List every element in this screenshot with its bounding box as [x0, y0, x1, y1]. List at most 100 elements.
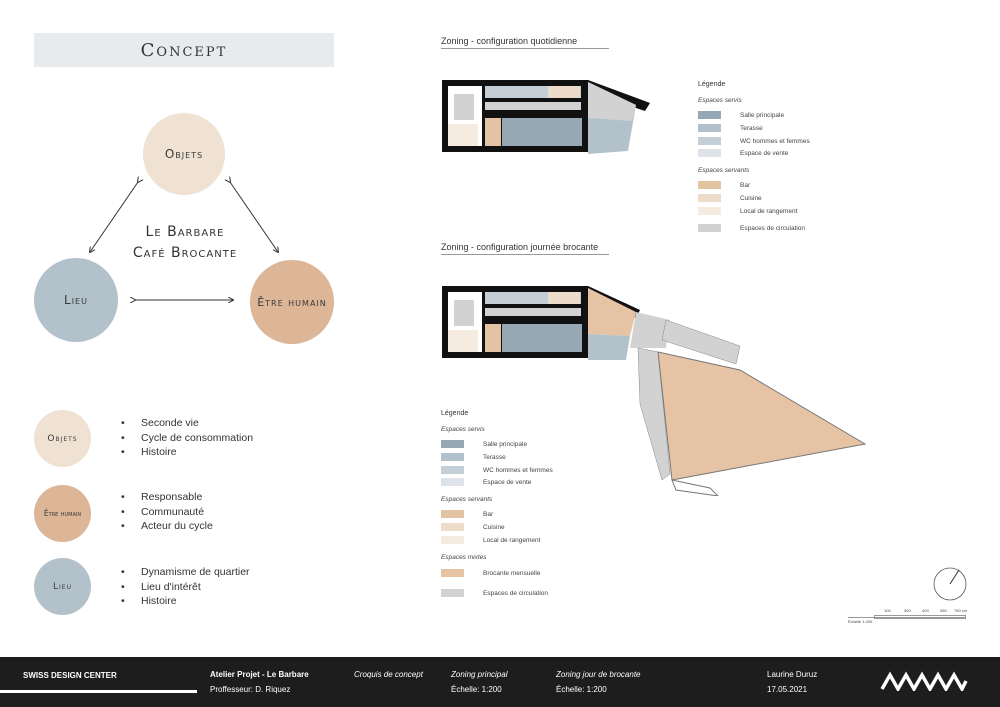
swatch [698, 149, 721, 157]
project-name-line1: Le Barbare [145, 224, 225, 240]
legend-label: Espace de vente [483, 478, 532, 486]
legend-label: Local de rangement [483, 536, 541, 544]
plan1-legend-row: Espaces de circulation [698, 224, 805, 232]
etre-circle: Être humain [250, 260, 334, 344]
concept-title: Concept [140, 39, 228, 61]
swatch [441, 478, 464, 486]
legend-label: WC hommes et femmes [740, 137, 810, 145]
lieu-small-circle: Lieu [34, 558, 91, 615]
footer-date: 17.05.2021 [767, 685, 808, 694]
footer-brocante-scale: Échelle: 1:200 [556, 685, 607, 694]
plan2-floorplan [442, 286, 867, 496]
swatch [441, 440, 464, 448]
list-item: Histoire [121, 445, 253, 460]
legend-label: Cuisine [740, 194, 762, 202]
arrow-objets-lieu [90, 182, 138, 252]
legend-label: Cuisine [483, 523, 505, 531]
plan1-legend-title: Légende [698, 81, 726, 88]
legend-label: Terasse [740, 124, 763, 132]
north-arrow-icon [933, 567, 967, 601]
swatch [441, 510, 464, 518]
plan1-legend-row: Salle principale [698, 111, 784, 119]
footer-croquis: Croquis de concept [354, 670, 423, 679]
footer-zoning-scale: Échelle: 1:200 [451, 685, 502, 694]
footer-brand: SWISS DESIGN CENTER [23, 671, 117, 680]
plan2-mixtes-title: Espaces mixtes [441, 554, 487, 561]
plan2-legend-row: WC hommes et femmes [441, 466, 553, 474]
plan2-legend-row: Espace de vente [441, 478, 531, 486]
footer-zoning: Zoning principal [451, 670, 508, 679]
footer-brocante: Zoning jour de brocante [556, 670, 641, 679]
list-item: Seconde vie [121, 416, 253, 431]
lieu-circle: Lieu [34, 258, 118, 342]
swatch [441, 569, 464, 577]
swatch [698, 111, 721, 119]
list-item: Communauté [121, 505, 213, 520]
scale-label: Échelle 1:200 [848, 619, 873, 624]
plan2-legend-row: Salle principale [441, 440, 527, 448]
footer-atelier: Atelier Projet - Le Barbare [210, 670, 309, 679]
footer-prof: Proffesseur: D. Riquez [210, 685, 291, 694]
school-logo-icon [880, 671, 968, 691]
plan1-floorplan [442, 80, 650, 154]
plan2-legend-row: Terasse [441, 453, 506, 461]
footer: SWISS DESIGN CENTER Atelier Projet - Le … [0, 657, 1000, 707]
scale-bar: Échelle 1:200 100 300 400 350 750 cm [848, 608, 967, 628]
arrow-objets-etre [230, 182, 278, 252]
plan2-legend-row: Espaces de circulation [441, 589, 548, 597]
swatch [698, 137, 721, 145]
legend-label: Brocante mensuelle [483, 569, 541, 577]
lieu-list: Dynamisme de quartier Lieu d'intérêt His… [121, 565, 250, 609]
legend-label: Local de rangement [740, 207, 798, 215]
footer-author: Laurine Duruz [767, 670, 818, 679]
objets-small-label: Objets [47, 433, 78, 444]
plan2-legend-row: Local de rangement [441, 536, 540, 544]
plan1-legend-row: Cuisine [698, 194, 762, 202]
objets-list: Seconde vie Cycle de consommation Histoi… [121, 416, 253, 460]
plan1-legend-row: WC hommes et femmes [698, 137, 810, 145]
plan2-legend-row: Bar [441, 510, 493, 518]
etre-small-label: Être humain [43, 509, 82, 518]
plan2-servants-title: Espaces servants [441, 496, 493, 503]
plan1-legend-row: Bar [698, 181, 750, 189]
lieu-small-label: Lieu [53, 581, 72, 592]
plan1-servants-title: Espaces servants [698, 167, 750, 174]
lieu-circle-label: Lieu [64, 293, 88, 307]
swatch [441, 536, 464, 544]
legend-label: Salle principale [483, 440, 528, 448]
swatch [441, 523, 464, 531]
legend-label: Salle principale [740, 111, 785, 119]
etre-circle-label: Être humain [257, 295, 327, 309]
project-name-line2: Café Brocante [132, 245, 238, 261]
concept-title-box: Concept [34, 33, 334, 67]
plan1-legend-row: Espace de vente [698, 149, 788, 157]
legend-label: Espace de vente [740, 149, 789, 157]
swatch [441, 589, 464, 597]
plan2-title: Zoning - configuration journée brocante [441, 242, 609, 255]
list-item: Acteur du cycle [121, 519, 213, 534]
objets-circle: Objets [143, 113, 225, 195]
swatch [698, 181, 721, 189]
legend-label: Espaces de circulation [740, 224, 806, 232]
list-item: Dynamisme de quartier [121, 565, 250, 580]
swatch [698, 224, 721, 232]
swatch [698, 124, 721, 132]
plan1-legend-row: Local de rangement [698, 207, 797, 215]
swatch [441, 453, 464, 461]
plan1-legend-row: Terasse [698, 124, 763, 132]
objets-small-circle: Objets [34, 410, 91, 467]
list-item: Responsable [121, 490, 213, 505]
scale-tick: 100 [884, 608, 891, 613]
footer-underline [0, 690, 197, 693]
plan2-legend-row: Brocante mensuelle [441, 569, 540, 577]
scale-tick: 400 [922, 608, 929, 613]
objets-circle-label: Objets [164, 147, 204, 161]
plan2-legend-row: Cuisine [441, 523, 505, 531]
plan1-title: Zoning - configuration quotidienne [441, 36, 609, 49]
scale-tick: 300 [904, 608, 911, 613]
legend-label: Bar [483, 510, 494, 518]
etre-small-circle: Être humain [34, 485, 91, 542]
legend-label: Bar [740, 181, 751, 189]
plan2-servis-title: Espaces servis [441, 426, 485, 433]
